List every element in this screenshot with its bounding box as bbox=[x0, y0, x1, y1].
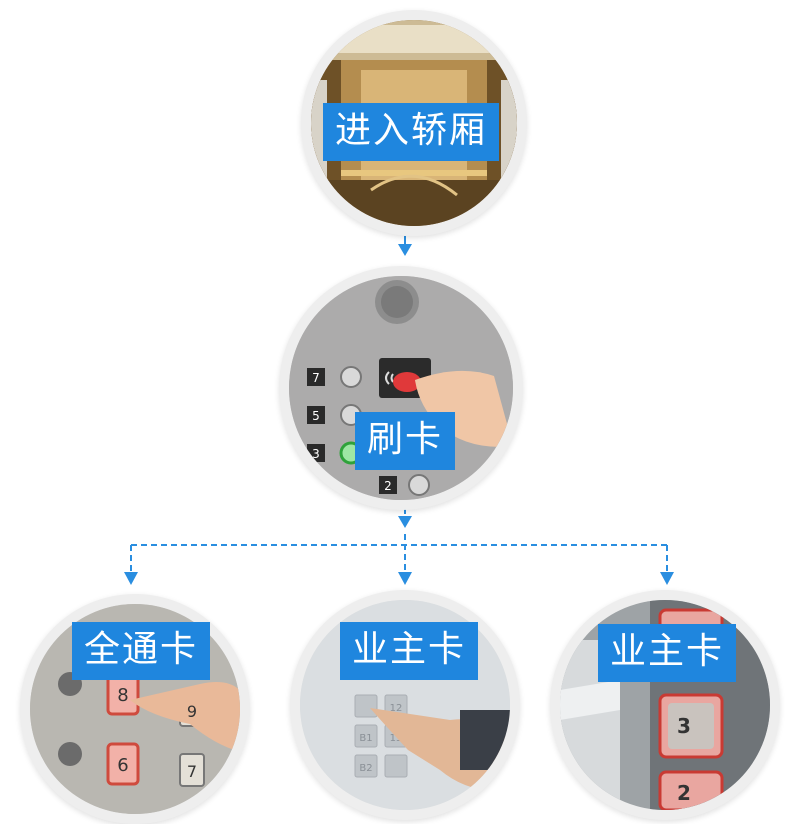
button-label-9: 9 bbox=[187, 702, 197, 721]
floor-label-3: 3 bbox=[312, 447, 320, 461]
button-label-b1: B1 bbox=[359, 733, 372, 744]
label-swipe-card: 刷卡 bbox=[355, 412, 456, 470]
label-owner-card-a: 业主卡 bbox=[340, 622, 479, 680]
arrowhead-top bbox=[398, 244, 412, 256]
arrowhead-center bbox=[398, 572, 412, 585]
label-owner-card-b: 业主卡 bbox=[598, 624, 737, 682]
button-label-8: 8 bbox=[117, 685, 128, 706]
button-label-2: 2 bbox=[677, 781, 691, 805]
button-label-12: 12 bbox=[390, 703, 403, 714]
button-label-3: 3 bbox=[677, 714, 691, 738]
button-label-7: 7 bbox=[187, 762, 197, 781]
button-label-b2: B2 bbox=[359, 763, 372, 774]
arrowhead-left bbox=[124, 572, 138, 585]
label-all-access-card: 全通卡 bbox=[72, 622, 211, 680]
button-label-15: 15 bbox=[390, 733, 403, 744]
button-label-6: 6 bbox=[117, 755, 128, 776]
key-fob bbox=[393, 372, 421, 392]
pointing-hand bbox=[130, 682, 240, 752]
label-enter-cabin: 进入轿厢 bbox=[323, 103, 500, 161]
floor-label-5: 5 bbox=[312, 409, 320, 423]
node-swipe-card: 7 5 3 2 bbox=[279, 266, 523, 510]
hand-shape bbox=[415, 370, 513, 447]
floor-label-2: 2 bbox=[384, 479, 392, 493]
floor-label-7: 7 bbox=[312, 371, 320, 385]
swipe-card-image: 7 5 3 2 bbox=[289, 276, 513, 500]
arrowhead-right bbox=[660, 572, 674, 585]
arrowhead-middle bbox=[398, 516, 412, 528]
